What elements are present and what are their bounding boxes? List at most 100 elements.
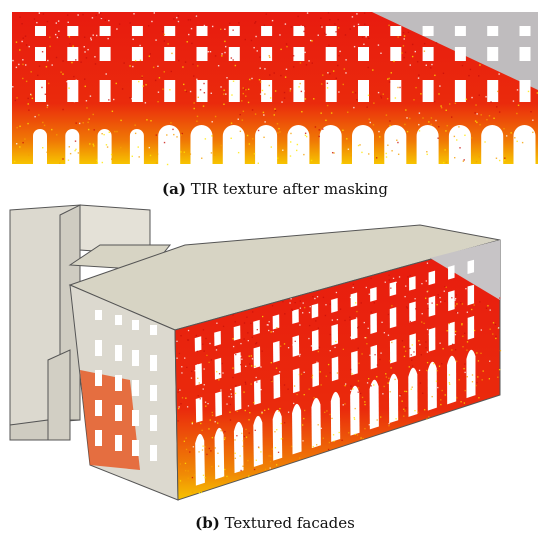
arch bbox=[466, 349, 476, 399]
window bbox=[487, 47, 499, 61]
window bbox=[234, 352, 241, 375]
window bbox=[164, 26, 176, 36]
caption-a-label: (a) bbox=[162, 180, 186, 198]
window bbox=[389, 281, 397, 297]
tir-texture-panel bbox=[12, 12, 539, 166]
window bbox=[214, 357, 222, 380]
window bbox=[519, 47, 531, 61]
arch bbox=[350, 385, 360, 436]
window bbox=[261, 80, 273, 102]
window bbox=[115, 435, 122, 451]
window bbox=[487, 80, 499, 102]
window bbox=[35, 26, 46, 36]
arch bbox=[190, 125, 213, 164]
arch bbox=[388, 373, 399, 424]
window bbox=[150, 325, 157, 335]
window bbox=[196, 80, 208, 102]
window bbox=[467, 315, 475, 340]
window bbox=[331, 298, 338, 313]
window bbox=[95, 310, 102, 320]
window bbox=[132, 410, 139, 426]
window bbox=[351, 350, 358, 376]
arch bbox=[330, 391, 341, 442]
window bbox=[253, 319, 260, 336]
window bbox=[273, 373, 281, 399]
window bbox=[95, 400, 102, 416]
window bbox=[331, 356, 339, 382]
neighbour-building bbox=[9, 204, 172, 441]
window bbox=[292, 308, 299, 324]
facade-masked-region bbox=[430, 240, 500, 300]
window bbox=[292, 335, 300, 357]
window bbox=[99, 26, 111, 36]
window bbox=[448, 290, 455, 312]
window bbox=[487, 26, 499, 36]
window bbox=[132, 320, 139, 330]
window bbox=[454, 26, 466, 36]
window bbox=[448, 321, 455, 346]
window bbox=[115, 375, 122, 391]
window bbox=[214, 330, 221, 347]
arch bbox=[255, 125, 278, 164]
arch bbox=[129, 129, 144, 164]
window bbox=[350, 318, 358, 340]
window bbox=[325, 80, 337, 102]
window bbox=[454, 47, 466, 61]
arch bbox=[447, 355, 457, 405]
window bbox=[35, 47, 46, 61]
arch bbox=[384, 125, 407, 164]
window bbox=[150, 415, 157, 431]
window bbox=[293, 47, 305, 61]
arch bbox=[253, 415, 263, 467]
window bbox=[350, 292, 358, 308]
arch bbox=[416, 125, 439, 164]
arch bbox=[408, 367, 418, 417]
arch bbox=[311, 397, 321, 449]
window bbox=[311, 329, 319, 352]
window bbox=[215, 391, 222, 417]
window bbox=[389, 307, 397, 329]
window bbox=[519, 26, 531, 36]
window bbox=[196, 26, 208, 36]
window bbox=[358, 80, 369, 102]
window bbox=[150, 385, 157, 401]
window bbox=[422, 80, 434, 102]
window bbox=[228, 80, 240, 102]
window bbox=[164, 80, 176, 102]
window bbox=[448, 265, 455, 280]
arch bbox=[65, 129, 80, 164]
caption-b-text: Textured facades bbox=[219, 514, 355, 532]
window bbox=[131, 80, 143, 102]
window bbox=[35, 80, 46, 102]
caption-b-label: (b) bbox=[195, 514, 220, 532]
arch bbox=[319, 125, 342, 164]
window bbox=[331, 324, 339, 346]
arch bbox=[513, 125, 536, 164]
arch-openings bbox=[33, 125, 536, 164]
window bbox=[132, 350, 139, 366]
arch bbox=[369, 379, 379, 430]
window bbox=[67, 47, 79, 61]
window bbox=[467, 259, 475, 275]
window bbox=[150, 445, 157, 461]
arch bbox=[158, 125, 181, 164]
window bbox=[370, 312, 377, 334]
window bbox=[115, 315, 122, 325]
window bbox=[195, 363, 202, 386]
window bbox=[428, 295, 436, 317]
window bbox=[67, 80, 79, 102]
thermal-noise bbox=[12, 12, 539, 166]
window bbox=[519, 80, 531, 102]
window bbox=[228, 47, 240, 61]
window bbox=[293, 26, 305, 36]
window bbox=[95, 430, 102, 446]
window bbox=[196, 47, 208, 61]
arch bbox=[214, 427, 225, 480]
window bbox=[99, 47, 111, 61]
window bbox=[132, 380, 139, 396]
window bbox=[254, 379, 261, 405]
arch bbox=[481, 125, 504, 164]
arch bbox=[272, 409, 283, 461]
window bbox=[312, 362, 319, 388]
arch bbox=[97, 129, 112, 164]
